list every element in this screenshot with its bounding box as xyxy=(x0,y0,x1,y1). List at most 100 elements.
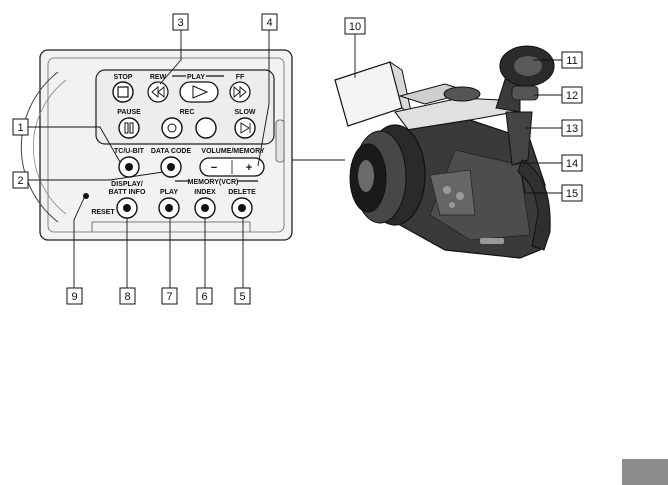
side-button-b xyxy=(456,192,464,200)
data-code-button[interactable] xyxy=(160,156,182,178)
svg-text:13: 13 xyxy=(566,123,578,135)
callout-7: 7 xyxy=(161,287,178,305)
tc-ubit-label: TC/U-BIT xyxy=(114,148,145,155)
svg-text:15: 15 xyxy=(566,188,578,200)
svg-text:4: 4 xyxy=(266,17,272,29)
delete-label: DELETE xyxy=(228,189,256,196)
ff-label: FF xyxy=(236,74,245,81)
memory-delete-dot-icon xyxy=(238,204,246,212)
leader-1 xyxy=(28,126,121,163)
panel-leader-lines xyxy=(28,30,345,288)
page-tab xyxy=(622,459,668,485)
ff-button[interactable] xyxy=(229,81,251,103)
data-code-label: DATA CODE xyxy=(151,148,192,155)
panel-bottom-lip xyxy=(91,221,251,232)
lens-glass xyxy=(358,160,374,192)
play-button[interactable] xyxy=(179,81,219,103)
pause-button[interactable] xyxy=(118,117,140,139)
memory-index-dot-icon xyxy=(201,204,209,212)
tc-ubit-button[interactable] xyxy=(118,156,140,178)
svg-text:3: 3 xyxy=(177,17,183,29)
camcorder-illustration xyxy=(334,45,555,259)
svg-text:8: 8 xyxy=(124,291,130,303)
callout-13: 13 xyxy=(561,119,583,137)
callout-9: 9 xyxy=(66,287,83,305)
callout-5: 5 xyxy=(234,287,251,305)
slow-label: SLOW xyxy=(235,109,256,116)
rew-button[interactable] xyxy=(147,81,169,103)
bottom-label-strip xyxy=(480,238,504,244)
pause-icon-bar-right xyxy=(129,122,134,134)
callout-10: 10 xyxy=(344,17,366,35)
callout-2: 2 xyxy=(12,171,29,189)
leader-4 xyxy=(257,30,270,167)
rec-button[interactable] xyxy=(161,117,183,139)
callout-1: 1 xyxy=(12,118,29,136)
svg-text:1: 1 xyxy=(17,122,23,134)
speaker-arc-inner-icon xyxy=(32,79,67,215)
speaker-arc-icon xyxy=(20,71,59,223)
callout-15: 15 xyxy=(561,184,583,202)
memory-index-button[interactable] xyxy=(194,197,216,219)
volume-plus-label: + xyxy=(246,162,252,174)
slow-play-icon xyxy=(240,122,250,134)
rec-second-button[interactable] xyxy=(195,117,217,139)
panel-edge-slot xyxy=(275,119,285,163)
callout-4: 4 xyxy=(261,13,278,31)
svg-text:12: 12 xyxy=(566,90,578,102)
side-button-c xyxy=(449,202,455,208)
callout-6: 6 xyxy=(196,287,213,305)
svg-text:6: 6 xyxy=(201,291,207,303)
viewfinder-post xyxy=(505,111,533,166)
play-top-label: PLAY xyxy=(187,74,205,81)
svg-text:5: 5 xyxy=(239,291,245,303)
record-dot-icon xyxy=(167,123,177,133)
pause-label: PAUSE xyxy=(117,109,141,116)
display-dot-icon xyxy=(123,204,131,212)
memory-vcr-label: MEMORY(VCR) xyxy=(188,179,239,186)
lcd-screen xyxy=(334,61,403,127)
leader-3 xyxy=(159,30,182,85)
side-controls xyxy=(429,169,476,216)
memory-play-dot-icon xyxy=(165,204,173,212)
side-button-a xyxy=(443,186,451,194)
display-label-line2: BATT INFO xyxy=(109,189,146,196)
display-batt-info-button[interactable] xyxy=(116,197,138,219)
volume-memory-rocker[interactable]: − + xyxy=(199,157,265,177)
stop-square-icon xyxy=(117,86,129,98)
callout-14: 14 xyxy=(561,154,583,172)
volume-memory-label: VOLUME/MEMORY xyxy=(201,148,264,155)
rewind-icon xyxy=(151,86,165,98)
svg-text:14: 14 xyxy=(566,158,578,170)
volume-minus-label: − xyxy=(211,162,217,174)
svg-text:2: 2 xyxy=(17,175,23,187)
index-label: INDEX xyxy=(194,189,216,196)
slow-button[interactable] xyxy=(234,117,256,139)
callout-8: 8 xyxy=(119,287,136,305)
callout-3: 3 xyxy=(172,13,189,31)
memory-play-button[interactable] xyxy=(158,197,180,219)
callout-12: 12 xyxy=(561,86,583,104)
pause-icon-bar-left xyxy=(124,122,129,134)
rew-label: REW xyxy=(150,74,167,81)
leader-2 xyxy=(28,171,164,181)
play-label: PLAY xyxy=(160,189,178,196)
svg-text:9: 9 xyxy=(71,291,77,303)
memory-delete-button[interactable] xyxy=(231,197,253,219)
vcr-control-cluster xyxy=(95,69,275,145)
grip-strap xyxy=(517,159,551,251)
play-triangle-icon xyxy=(192,85,209,99)
stop-button[interactable] xyxy=(112,81,134,103)
eyecup-inner xyxy=(514,56,542,76)
stop-label: STOP xyxy=(114,74,133,81)
control-panel: STOP REW PLAY FF PAUSE REC SLOW xyxy=(20,49,293,241)
leader-15 xyxy=(521,175,562,194)
display-label-line1: DISPLAY/ xyxy=(111,181,143,188)
viewfinder-ring xyxy=(511,85,539,101)
svg-text:10: 10 xyxy=(349,21,361,33)
fast-forward-icon xyxy=(233,86,247,98)
reset-button[interactable] xyxy=(83,193,89,199)
rec-label: REC xyxy=(180,109,195,116)
